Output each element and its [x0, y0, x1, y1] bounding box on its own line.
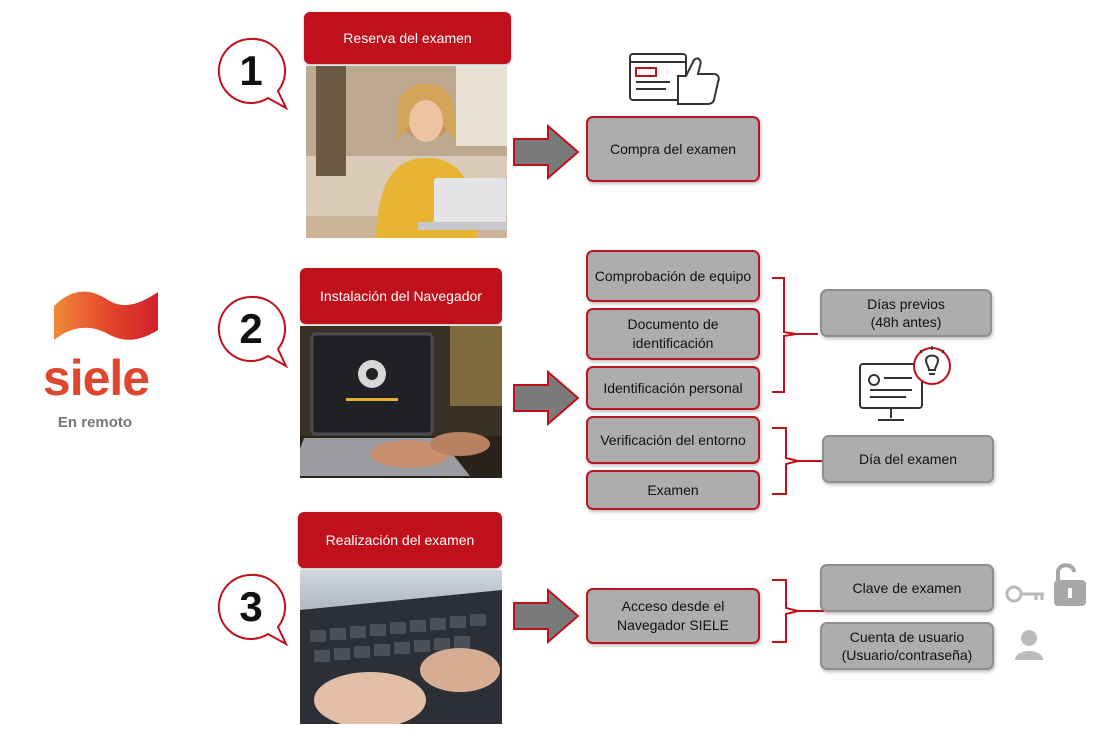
siele-logo-flag [52, 286, 160, 344]
step-3-bubble: 3 [216, 572, 290, 646]
step-2-number: 2 [239, 305, 263, 352]
step-3-number: 3 [239, 583, 263, 630]
bracket-previous-days [770, 276, 820, 394]
step-2-box-exam: Examen [586, 470, 760, 510]
step-2-header: Instalación del Navegador [300, 268, 502, 324]
group-exam-key: Clave de examen [820, 564, 994, 612]
step-2-arrow [512, 369, 580, 427]
group-user-account: Cuenta de usuario (Usuario/contraseña) [820, 622, 994, 670]
group-previous-days: Días previos (48h antes) [820, 289, 992, 337]
step-1-bubble: 1 [216, 36, 290, 110]
monitor-idea-icon [856, 344, 956, 426]
key-icon [1005, 585, 1044, 603]
step-3-photo-typing [300, 570, 502, 724]
siele-logo-subtitle: En remoto [57, 414, 133, 431]
thumbs-up-icon [626, 48, 726, 110]
step-2-photo-laptop-install [300, 326, 502, 478]
step-1-photo-woman-laptop [306, 66, 507, 238]
step-1-number: 1 [239, 47, 263, 94]
step-2-box-environment-check: Verificación del entorno [586, 416, 760, 464]
key-padlock-icons [1004, 560, 1094, 608]
group-previous-days-line1: Días previos [867, 296, 945, 312]
padlock-icon [1054, 563, 1086, 606]
group-user-account-line1: Cuenta de usuario [849, 629, 965, 645]
user-icon [1012, 628, 1046, 662]
step-3-box-browser-access: Acceso desde el Navegador SIELE [586, 588, 760, 644]
siele-logo-word: siele [42, 350, 150, 406]
step-2-box-id-document: Documento de identificación [586, 308, 760, 360]
bracket-access [770, 578, 826, 644]
step-2-box-equipment-check: Comprobación de equipo [586, 250, 760, 302]
group-previous-days-line2: (48h antes) [870, 314, 942, 330]
step-1-box-purchase: Compra del examen [586, 116, 760, 182]
step-1-arrow [512, 123, 580, 181]
group-exam-day: Día del examen [822, 435, 994, 483]
step-2-bubble: 2 [216, 294, 290, 368]
bracket-exam-day [770, 426, 826, 496]
group-user-account-line2: (Usuario/contraseña) [841, 647, 973, 663]
step-3-header: Realización del examen [298, 512, 502, 568]
step-3-arrow [512, 587, 580, 645]
step-2-box-personal-id: Identificación personal [586, 366, 760, 410]
step-1-header: Reserva del examen [304, 12, 511, 64]
